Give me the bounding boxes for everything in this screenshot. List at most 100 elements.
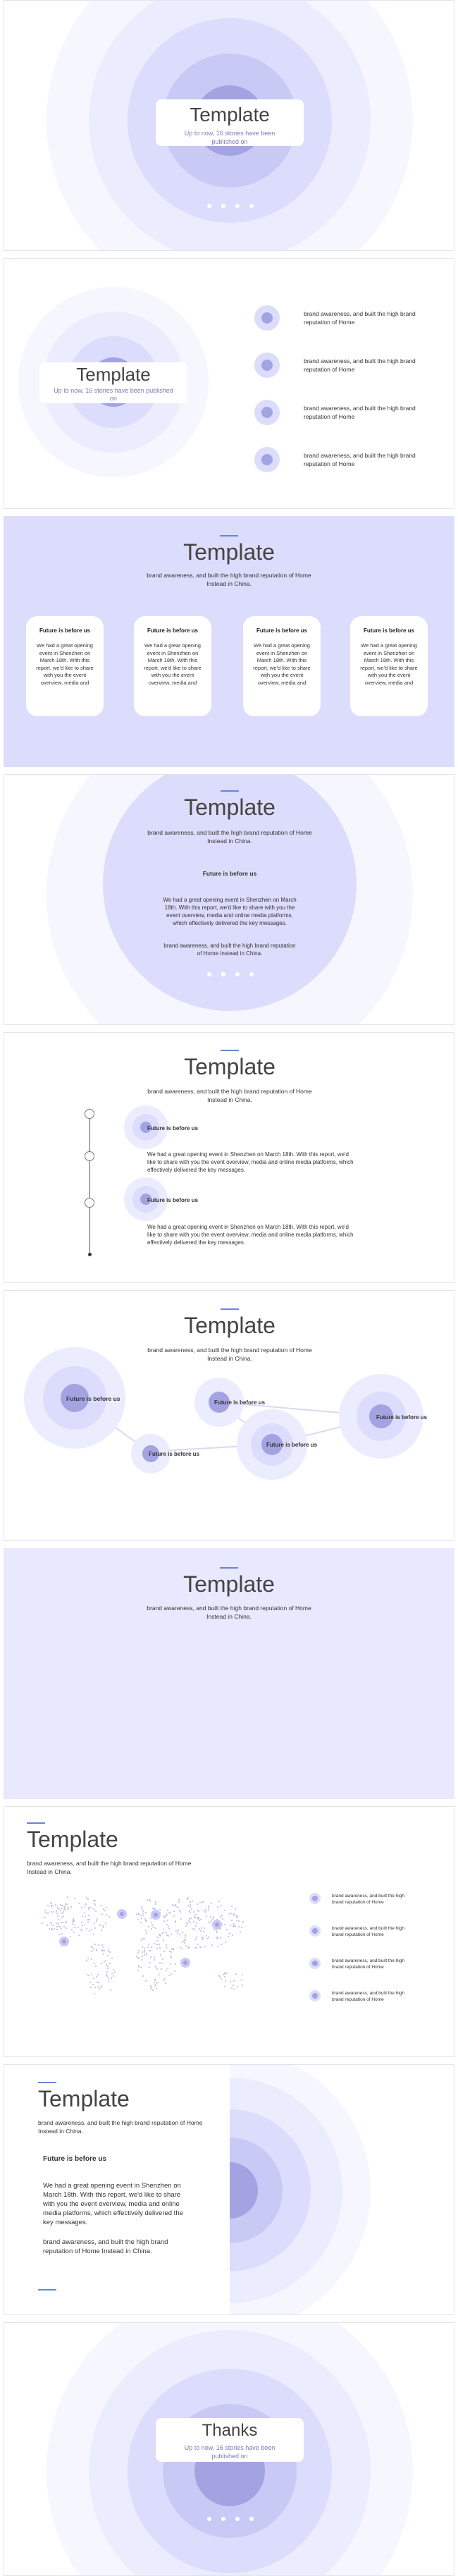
map-dot (213, 1928, 215, 1930)
map-dot (96, 1918, 98, 1920)
map-dot (108, 1949, 110, 1951)
map-dot (217, 1945, 219, 1947)
map-dot (155, 1987, 157, 1989)
map-dot (173, 1910, 175, 1913)
map-dot (220, 1977, 222, 1980)
map-dot (148, 1950, 150, 1952)
map-dot (63, 1906, 66, 1908)
map-dot (44, 1910, 47, 1912)
slide6-title: Template (184, 1313, 276, 1338)
map-dot (110, 1977, 112, 1979)
bullet-text: brand awareness, and built the high bran… (304, 452, 416, 467)
map-dot (59, 1925, 61, 1927)
map-dot (137, 1949, 140, 1951)
map-dot (96, 1976, 98, 1978)
map-dot (189, 1901, 191, 1903)
map-dot (173, 1915, 175, 1918)
timeline-end (88, 1253, 92, 1256)
map-dot (142, 1913, 144, 1915)
map-dot (49, 1902, 51, 1904)
map-dot (66, 1896, 68, 1899)
map-dot (104, 1910, 106, 1912)
map-dot (85, 1903, 87, 1905)
info-card: Future is before us We had a great openi… (26, 616, 104, 716)
map-dot (156, 1981, 159, 1983)
node-core (369, 1404, 393, 1428)
map-dot (205, 1911, 207, 1913)
map-dot (106, 1965, 109, 1967)
map-dot (141, 1906, 143, 1908)
map-dot (61, 1905, 63, 1907)
map-dot (155, 1901, 157, 1903)
map-dot (211, 1944, 213, 1946)
map-dot (87, 1974, 89, 1976)
map-dot (154, 1982, 156, 1984)
map-dot (87, 1907, 89, 1909)
page-dot (235, 972, 240, 976)
map-dot (147, 1946, 149, 1948)
map-dot (194, 1946, 197, 1949)
map-marker-core (62, 1939, 66, 1944)
map-dot (85, 1915, 87, 1917)
slide6-subtitle: brand awareness, and built the high bran… (147, 1347, 312, 1362)
map-dot (85, 1959, 87, 1961)
map-dot (137, 1951, 139, 1954)
map-dot (150, 1987, 152, 1989)
map-dot (151, 1922, 153, 1924)
title-accent-line (220, 1567, 238, 1569)
map-dot (137, 1914, 140, 1916)
map-dot (44, 1911, 47, 1913)
slide-4: Template brand awareness, and built the … (4, 774, 454, 1025)
map-dot (201, 1901, 203, 1903)
map-dot (166, 1919, 168, 1921)
map-dot (163, 1932, 165, 1934)
map-dot (58, 1925, 60, 1927)
map-dot (101, 1930, 103, 1932)
map-dot (100, 1986, 102, 1988)
map-dot (237, 1915, 239, 1918)
map-dot (177, 1932, 179, 1934)
map-dot (137, 1918, 139, 1920)
cover-subtitle: Up to now, 16 stories have been publishe… (184, 130, 276, 145)
map-dot (156, 1936, 159, 1938)
slide2-subtitle: Up to now, 16 stories have been publishe… (54, 387, 173, 402)
map-dot (93, 1977, 95, 1980)
map-dot (231, 1913, 233, 1915)
map-dot (165, 1982, 167, 1985)
map-dot (137, 1956, 140, 1958)
slide2-title-card: Template Up to now, 16 stories have been… (39, 362, 187, 403)
map-dot (52, 1911, 54, 1913)
map-dot (224, 1973, 226, 1975)
map-dot (102, 1954, 104, 1956)
list-text: brand awareness, and built the high bran… (332, 1926, 404, 1937)
map-dot (156, 1940, 158, 1942)
page-dot (221, 2517, 225, 2521)
map-dot (210, 1903, 212, 1905)
bullet-core (261, 360, 273, 371)
map-dot (183, 1939, 185, 1941)
map-dot (91, 1951, 93, 1953)
map-dot (165, 1944, 167, 1946)
map-dot (109, 1989, 111, 1992)
map-dot (50, 1928, 52, 1930)
map-dot (155, 1982, 157, 1984)
map-dot (97, 1944, 99, 1946)
map-dot (181, 1941, 183, 1943)
map-dot (200, 1930, 202, 1932)
map-dot (85, 1928, 87, 1930)
slide9-subtitle: brand awareness, and built the high bran… (38, 2119, 203, 2135)
map-dot (93, 1933, 95, 1935)
map-dot (161, 1963, 163, 1965)
map-dot (98, 1988, 100, 1990)
map-dot (166, 1923, 168, 1925)
map-dot (234, 1989, 236, 1991)
map-dot (155, 1903, 157, 1905)
map-dot (204, 1908, 206, 1910)
map-dot (213, 1916, 215, 1918)
map-dot (160, 1968, 162, 1970)
timeline-node (85, 1198, 94, 1208)
map-dot (94, 1986, 96, 1988)
card-heading: Future is before us (147, 627, 198, 634)
map-dot (154, 1927, 156, 1930)
map-dot (137, 1966, 140, 1968)
